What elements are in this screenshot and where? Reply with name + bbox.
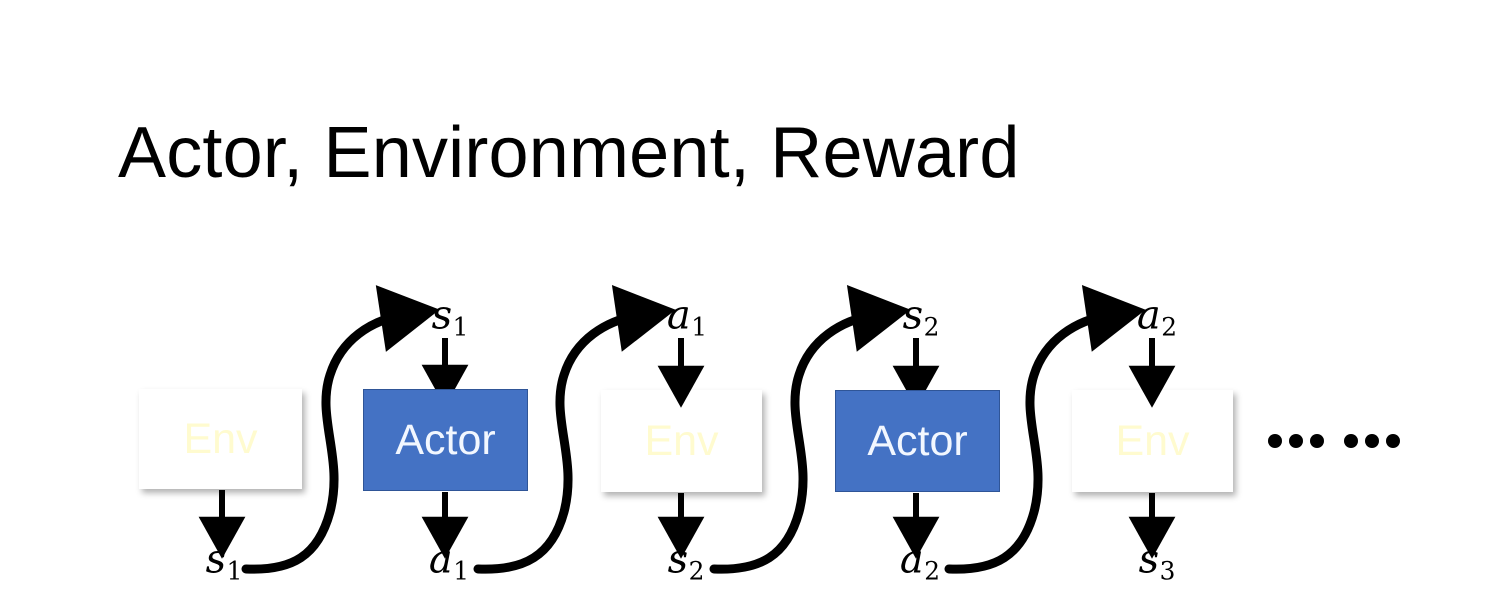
block-env-2[interactable]: Env <box>601 390 762 492</box>
ellipsis-gap <box>1331 441 1337 442</box>
label-action-a1-top: a1 <box>667 295 707 340</box>
ellipsis-icon <box>1268 434 1400 448</box>
ellipsis-dot <box>1344 434 1358 448</box>
label-action-a1-bottom: a1 <box>429 539 469 584</box>
label-subscript: 1 <box>691 312 708 342</box>
ellipsis-dot <box>1268 434 1282 448</box>
label-base: s <box>667 536 689 583</box>
label-state-s1-bottom: s1 <box>206 539 243 584</box>
label-action-a2-bottom: a2 <box>900 539 940 584</box>
label-base: s <box>902 292 924 339</box>
block-label: Env <box>183 414 258 463</box>
label-subscript: 2 <box>688 556 705 586</box>
ellipsis-dot <box>1365 434 1379 448</box>
label-subscript: 2 <box>1161 312 1178 342</box>
label-state-s2-top: s2 <box>903 295 940 340</box>
label-state-s3-bottom: s3 <box>1139 539 1176 584</box>
label-base: a <box>666 292 691 339</box>
ellipsis-dot <box>1386 434 1400 448</box>
label-subscript: 2 <box>924 556 941 586</box>
ellipsis-dot <box>1289 434 1303 448</box>
block-env-3[interactable]: Env <box>1072 390 1233 492</box>
label-state-s1-top: s1 <box>432 295 469 340</box>
block-actor-2[interactable]: Actor <box>835 390 1000 492</box>
label-subscript: 1 <box>226 556 243 586</box>
label-action-a2-top: a2 <box>1137 295 1177 340</box>
label-base: a <box>428 536 453 583</box>
label-base: s <box>1138 536 1160 583</box>
label-subscript: 3 <box>1159 556 1176 586</box>
block-label: Actor <box>395 415 496 464</box>
block-actor-1[interactable]: Actor <box>363 389 528 491</box>
label-subscript: 2 <box>923 312 940 342</box>
label-subscript: 1 <box>453 556 470 586</box>
label-base: a <box>1136 292 1161 339</box>
block-label: Env <box>1115 416 1190 465</box>
label-base: s <box>205 536 227 583</box>
label-base: a <box>899 536 924 583</box>
block-env-1[interactable]: Env <box>139 389 302 489</box>
ellipsis-dot <box>1310 434 1324 448</box>
block-label: Env <box>644 416 719 465</box>
block-label: Actor <box>867 416 968 465</box>
label-base: s <box>431 292 453 339</box>
label-state-s2-bottom: s2 <box>668 539 705 584</box>
page-title: Actor, Environment, Reward <box>118 113 1020 193</box>
label-subscript: 1 <box>452 312 469 342</box>
